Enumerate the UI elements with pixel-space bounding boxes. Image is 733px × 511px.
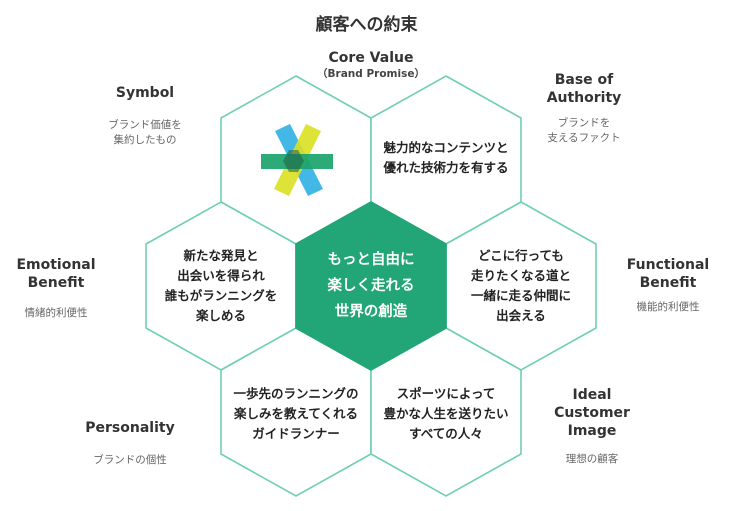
personality-label: Personality — [85, 420, 175, 436]
core-value-label: Core Value — [328, 50, 414, 66]
brand-logo-icon — [261, 124, 333, 196]
ideal-customer-image-sub: 理想の顧客 — [565, 453, 619, 465]
hex-ideal-customer-text: スポーツによって 豊かな人生を送りたい すべての人々 — [383, 386, 509, 441]
ideal-customer-image-label: Ideal Customer Image — [554, 387, 630, 439]
personality-sub: ブランドの個性 — [93, 454, 167, 466]
core-value-sub: （Brand Promise） — [317, 68, 425, 80]
hex-core-value — [295, 201, 447, 371]
functional-benefit-sub: 機能的利便性 — [636, 301, 700, 313]
emotional-benefit-label: Emotional Benefit — [16, 257, 96, 291]
symbol-sub: ブランド価値を 集約したもの — [108, 119, 182, 146]
hex-authority-text: 魅力的なコンテンツと 優れた技術力を有する — [383, 140, 509, 175]
hex-personality-text: 一歩先のランニングの 楽しみを教えてくれる ガイドランナー — [233, 386, 359, 441]
hex-emotional-text: 新たな発見と 出会いを得られ 誰もがランニングを 楽しめる — [164, 248, 278, 323]
symbol-label: Symbol — [115, 85, 175, 101]
base-of-authority-label: Base of Authority — [546, 72, 622, 106]
hex-functional-text: どこに行っても 走りたくなる道と 一緒に走る仲間に 出会える — [470, 248, 571, 323]
core-value-text: もっと自由に 楽しく走れる 世界の創造 — [327, 252, 415, 320]
base-of-authority-sub: ブランドを 支えるファクト — [547, 117, 621, 144]
emotional-benefit-sub: 情緒的利便性 — [24, 307, 88, 319]
functional-benefit-label: Functional Benefit — [626, 257, 710, 291]
diagram-title: 顧客への約束 — [315, 15, 418, 35]
